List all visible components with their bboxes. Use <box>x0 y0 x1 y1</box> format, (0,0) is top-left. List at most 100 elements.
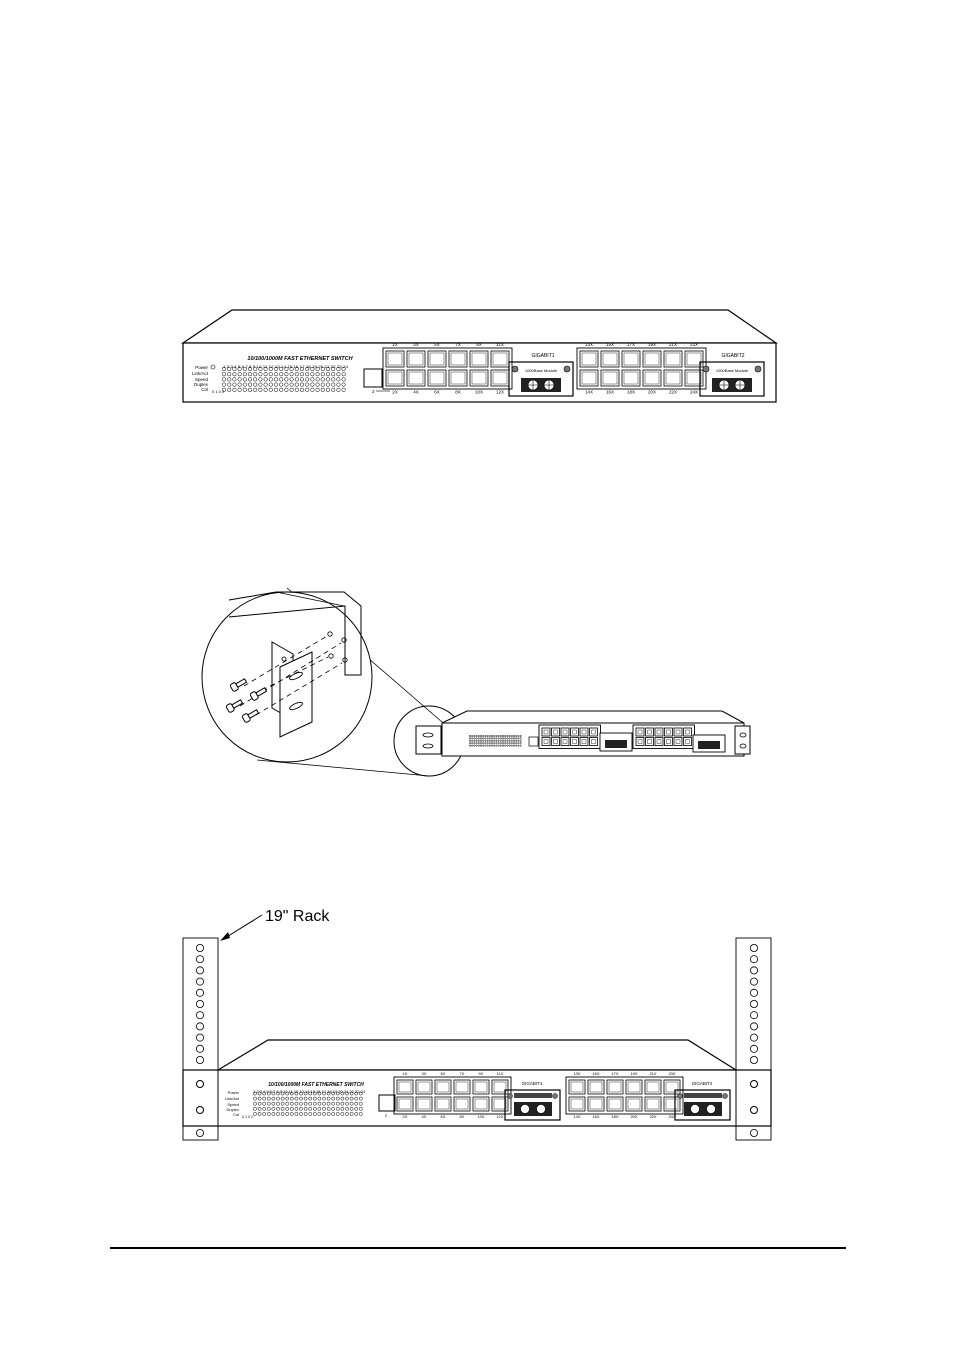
port-label: 24X <box>668 1114 675 1119</box>
led-indicator <box>484 744 487 747</box>
rj45-port-inner <box>387 371 403 385</box>
led-indicator <box>322 1091 326 1096</box>
rack-switch-title: 10/100/1000M FAST ETHERNET SWITCH <box>268 1082 364 1088</box>
rj45-port-inner <box>686 371 702 385</box>
led-indicator <box>349 1091 354 1096</box>
port-label: 5X <box>441 1071 446 1076</box>
rack-hole <box>750 1000 759 1009</box>
led-indicator <box>273 377 279 382</box>
led-indicator <box>502 739 504 742</box>
led-indicator <box>271 1091 276 1096</box>
port-label: 10X <box>477 1114 484 1119</box>
led-indicator <box>285 1101 290 1106</box>
led-indicator <box>340 1091 345 1096</box>
led-indicator <box>345 1112 349 1116</box>
led-indicator <box>284 366 289 372</box>
led-indicator <box>504 739 507 742</box>
led-indicator <box>294 387 299 392</box>
led-indicator <box>227 372 232 377</box>
led-indicator <box>473 737 476 740</box>
port-label: 16X <box>606 390 614 395</box>
rack-console-port <box>378 1094 396 1112</box>
led-indicator <box>499 739 502 742</box>
rj45-port <box>415 1079 433 1095</box>
led-indicator <box>499 744 502 747</box>
led-indicator <box>294 372 299 377</box>
mounting-bracket <box>271 641 313 738</box>
rj45-port-inner <box>627 1081 641 1093</box>
rj45-port-inner <box>623 371 639 385</box>
rj45-port-inner <box>608 1098 622 1110</box>
led-indicator <box>247 366 253 372</box>
port-label: 9X <box>476 342 482 347</box>
rj45-port <box>541 727 551 737</box>
led-indicator <box>331 1101 336 1106</box>
led-indicator <box>299 1101 303 1106</box>
led-indicator <box>320 372 325 377</box>
port-label: 9X <box>479 1071 484 1076</box>
led-indicator <box>294 1112 299 1116</box>
led-indicator <box>504 744 507 747</box>
led-indicator <box>322 1101 326 1106</box>
rack-hole <box>195 966 204 975</box>
led-indicator <box>336 372 341 377</box>
led-indicator <box>280 1096 285 1101</box>
led-indicator <box>237 387 242 392</box>
led-indicator <box>354 1091 359 1096</box>
led-indicator <box>253 1096 257 1101</box>
port-label: 8X <box>455 390 461 395</box>
port-label: 6X <box>434 390 440 395</box>
port-label: 1X <box>403 1071 408 1076</box>
console-port <box>363 368 383 388</box>
led-indicator <box>279 382 284 387</box>
port-label: 7X <box>455 342 461 347</box>
rack-led-port-numbers: 1 2 3 4 5 6 7 8 9 10 11 12 13 14 15 16 1… <box>253 1090 365 1094</box>
rj45-port <box>579 727 589 737</box>
rj45-port <box>551 727 560 737</box>
led-indicator <box>326 1096 331 1101</box>
led-indicator <box>258 366 263 372</box>
led-indicator <box>491 735 493 737</box>
rack-console-label: 2 <box>385 1113 388 1118</box>
rack-hole <box>195 955 204 964</box>
rack-hole <box>750 944 759 953</box>
switch-front-view: 10/100/1000M FAST ETHERNET SWITCH Power … <box>181 309 778 403</box>
rj45-port-inner <box>644 371 660 385</box>
rj45-port <box>472 1079 490 1095</box>
rj45-port-inner <box>602 352 618 366</box>
led-indicator <box>497 735 500 737</box>
led-indicator <box>268 382 273 387</box>
rj45-port <box>469 350 489 368</box>
rj45-port <box>385 369 405 387</box>
led-indicator <box>227 366 232 372</box>
led-indicator <box>358 1112 363 1116</box>
rack-hole <box>750 966 759 975</box>
led-indicator <box>303 1106 308 1111</box>
led-indicator <box>471 742 474 745</box>
led-indicator <box>345 1091 349 1096</box>
led-label-linkact: Link/Act <box>192 371 209 376</box>
led-indicator <box>310 366 315 372</box>
led-indicator <box>515 742 518 745</box>
rj45-port-inner <box>637 739 643 744</box>
led-indicator <box>358 1106 363 1111</box>
led-indicator <box>341 387 346 392</box>
led-indicator <box>320 382 325 387</box>
led-indicator <box>289 382 294 387</box>
footer-divider <box>110 1247 846 1249</box>
led-indicator <box>475 735 478 737</box>
led-grid-small <box>469 735 522 747</box>
rj45-port <box>406 350 426 368</box>
rj45-port <box>587 1079 605 1095</box>
port-label: 21X <box>649 1071 656 1076</box>
led-indicator <box>276 1106 280 1111</box>
led-indicator <box>506 742 509 745</box>
rj45-port-inner <box>647 729 652 735</box>
port-label: 22X <box>649 1114 656 1119</box>
led-indicator <box>285 1106 290 1111</box>
led-indicator <box>519 742 522 745</box>
rj45-port <box>490 369 510 387</box>
led-indicator <box>475 742 478 745</box>
rack-gigabit1-label: GIGABIT1 <box>522 1081 543 1086</box>
